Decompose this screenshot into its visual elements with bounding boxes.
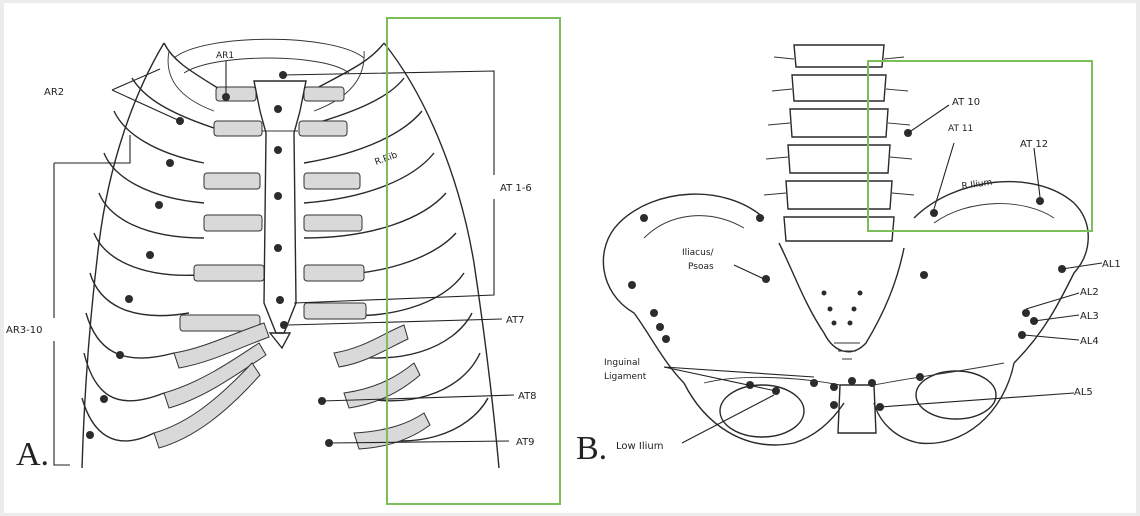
label-at1-6: AT 1-6 (500, 183, 532, 194)
pelvis-illustration: AT 10 AT 11 AT 12 Iliacus/ Psoas AL1 AL2… (576, 44, 1121, 467)
label-at12: AT 12 (1020, 139, 1048, 150)
label-al4: AL4 (1080, 336, 1099, 347)
highlight-box-a (386, 17, 561, 505)
label-psoas: Psoas (688, 262, 714, 272)
anatomy-drawing: AR1 AR2 AR3-10 AT 1-6 AT7 AT8 AT9 R.Rib … (6, 17, 1121, 505)
label-ar3-10: AR3-10 (6, 325, 42, 336)
panel-b-label: B. (576, 430, 607, 467)
label-at8: AT8 (518, 391, 537, 402)
panel-a-label: A. (16, 436, 49, 473)
thorax-illustration: AR1 AR2 AR3-10 AT 1-6 AT7 AT8 AT9 R.Rib … (6, 17, 561, 505)
highlight-box-b (867, 60, 1093, 232)
label-ar2: AR2 (44, 87, 64, 98)
label-at9: AT9 (516, 437, 535, 448)
label-at10: AT 10 (952, 97, 980, 108)
label-al1: AL1 (1102, 259, 1121, 270)
label-iliacus: Iliacus/ (682, 248, 715, 258)
label-ligament: Ligament (604, 372, 647, 382)
label-al3: AL3 (1080, 311, 1099, 322)
crest-annotation: R.Ilium (961, 178, 993, 192)
label-inguinal: Inguinal (604, 358, 640, 368)
label-al2: AL2 (1080, 287, 1099, 298)
label-al5: AL5 (1074, 387, 1093, 398)
anatomy-figure: AR1 AR2 AR3-10 AT 1-6 AT7 AT8 AT9 R.Rib … (4, 3, 1136, 513)
label-low-ilium: Low Ilium (616, 441, 663, 452)
label-at11: AT 11 (948, 124, 973, 134)
label-ar1: AR1 (216, 51, 234, 61)
label-at7: AT7 (506, 315, 525, 326)
